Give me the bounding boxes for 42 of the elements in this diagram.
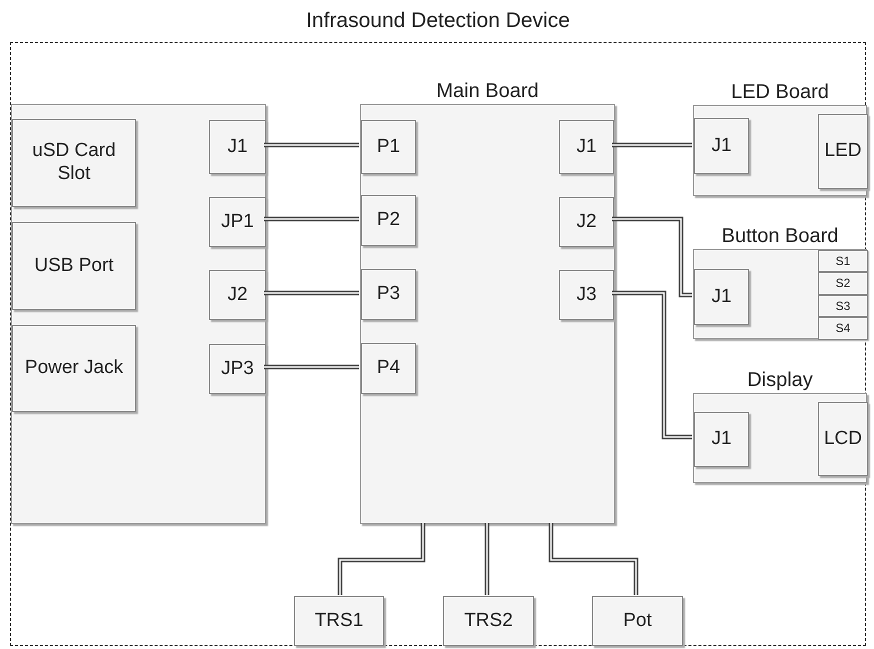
double-line-connector — [612, 142, 692, 148]
connector-block: TRS1 — [294, 596, 384, 646]
connector-block: J2 — [559, 197, 614, 247]
connector-block: P3 — [361, 269, 416, 320]
double-line-connector — [338, 523, 426, 595]
connector-block: J1 — [209, 120, 266, 174]
double-line-connector — [612, 216, 692, 298]
double-line-connector — [484, 523, 490, 595]
double-line-connector — [548, 523, 638, 595]
connector-block: J1 — [559, 120, 614, 174]
connector-block: J1 — [694, 118, 749, 174]
board-title: Display — [747, 369, 813, 392]
frame-title: Infrasound Detection Device — [306, 9, 570, 33]
double-line-connector — [264, 216, 359, 222]
double-line-connector — [264, 142, 359, 148]
double-line-connector — [264, 290, 359, 296]
connector-block: J1 — [694, 269, 749, 325]
connector-block: TRS2 — [443, 596, 534, 646]
component-box: USB Port — [12, 222, 136, 310]
connector-block: P2 — [361, 195, 416, 246]
switch-cell: S3 — [818, 295, 868, 317]
component-box: LCD — [818, 402, 868, 476]
double-line-connector — [264, 364, 359, 370]
connector-block: JP1 — [209, 197, 266, 247]
connector-block: P4 — [361, 343, 416, 394]
switch-cell: S4 — [818, 317, 868, 340]
connector-block: J2 — [209, 270, 266, 320]
double-line-connector — [612, 290, 692, 440]
component-box: Power Jack — [12, 325, 136, 412]
connector-block: Pot — [592, 596, 683, 646]
board-title: Button Board — [722, 225, 838, 248]
board-panel — [11, 104, 266, 524]
connector-block: J3 — [559, 270, 614, 320]
switch-cell: S2 — [818, 272, 868, 295]
component-box: uSD Card Slot — [12, 119, 136, 207]
switch-cell: S1 — [818, 250, 868, 272]
board-title: Main Board — [436, 80, 539, 103]
board-title: LED Board — [731, 81, 829, 104]
component-box: LED — [818, 114, 868, 189]
connector-block: JP3 — [209, 344, 266, 394]
connector-block: P1 — [361, 120, 416, 174]
connector-block: J1 — [694, 412, 749, 467]
